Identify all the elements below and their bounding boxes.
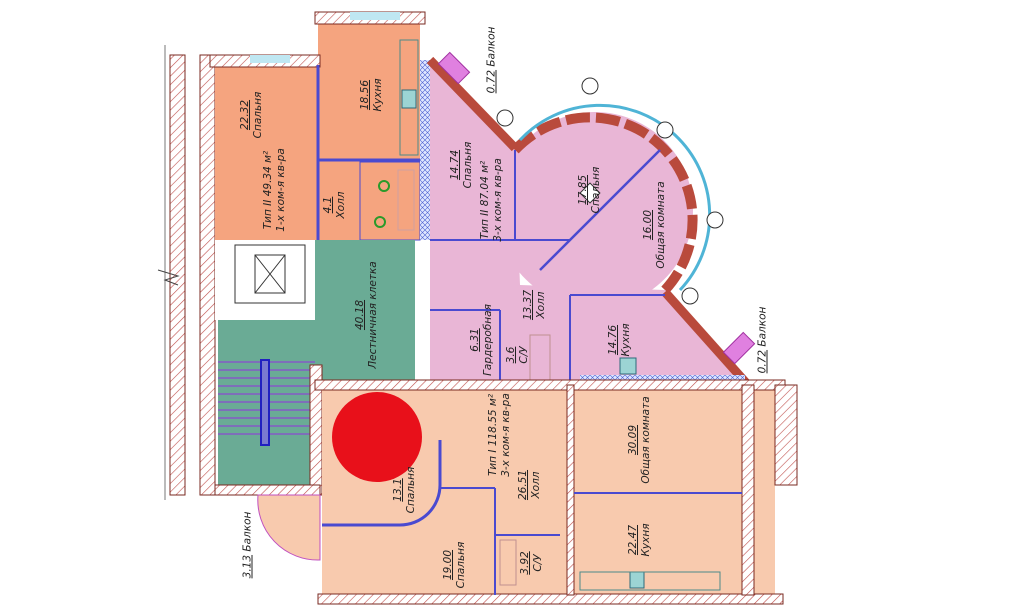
room-area: 26.51 [517,469,529,501]
room-area: 6.31 [469,328,481,352]
apartment-rooms: 3-х ком-я кв-ра [500,393,512,477]
room-area: 16.00 [642,209,654,241]
room-name: Общая комната [655,181,667,269]
balcony-label-1: 0.72 Балкон [486,27,499,94]
apartment-rooms: 3-х ком-я кв-ра [492,158,504,242]
room-area: 18.56 [359,79,371,111]
room-name: Холл [535,291,547,319]
room-name: Общая комната [640,396,652,484]
ventilation-shaft [420,60,430,240]
room-name: Холл [530,471,542,499]
room-area: 30.09 [627,424,639,456]
room-area: 22.47 [627,524,639,556]
room-area: 3.6 [505,346,517,364]
apartment-one-room [209,11,426,241]
room-name: Спальня [462,141,474,189]
room-name: С/У [532,554,544,572]
room-area: 14.74 [449,149,461,181]
room-name: Кухня [372,78,384,112]
room-name: Спальня [590,166,602,214]
room-name: Кухня [620,323,632,357]
room-area: 3.92 [519,551,531,575]
room-name: С/У [518,346,530,364]
balcony-name: Балкон [485,26,498,67]
room-name: Спальня [455,541,467,589]
balcony-area: 0.72 [485,69,498,94]
room-name: Холл [335,191,347,219]
room-area: 19.00 [442,549,454,581]
location-marker [332,392,422,482]
room-name: Спальня [405,466,417,514]
left-outer-walls [157,45,216,500]
stairwell [214,240,415,496]
apartment-type: Тип I 118.55 м² [487,393,499,477]
balcony-label-3: 3.13 Балкон [242,512,255,579]
room-name: Лестничная клетка [367,261,379,369]
room-area: 4.1 [322,196,334,214]
room-area: 14.76 [607,324,619,356]
balcony-name: Балкон [756,306,769,347]
room-area: 13.37 [522,289,534,321]
apartment-type: Тип II 49.34 м² [262,150,274,230]
balcony-area: 0.72 [756,349,769,374]
room-name: Кухня [640,523,652,557]
balcony-area: 3.13 [241,554,254,579]
balcony-label-2: 0.72 Балкон [757,307,770,374]
room-name: Спальня [252,91,264,139]
balcony-name: Балкон [241,511,254,552]
room-area: 40.18 [354,299,366,331]
room-area: 17.85 [577,174,589,206]
apartment-type: Тип II 87.04 м² [479,160,491,240]
room-area: 22.32 [239,99,251,131]
apartment-rooms: 1-х ком-я кв-ра [275,148,287,232]
room-name: Гардеробная [482,304,494,376]
room-area: 13.1 [392,478,404,502]
apartment-type1 [257,379,798,605]
